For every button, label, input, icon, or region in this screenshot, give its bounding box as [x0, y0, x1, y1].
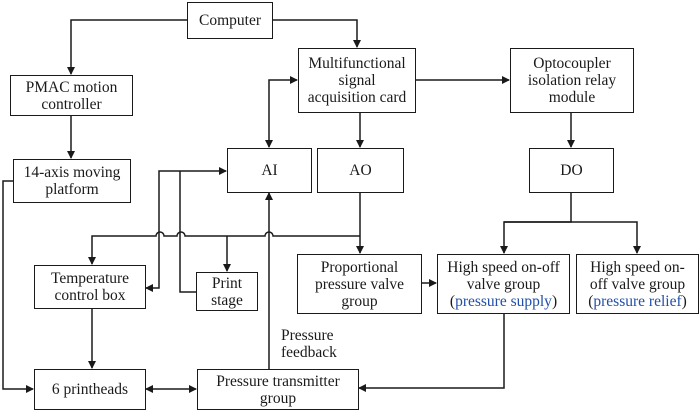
node-printheads: 6 printheads: [34, 369, 146, 410]
node-label: Multifunctional: [308, 55, 406, 72]
node-label: High speed on-off: [447, 258, 560, 276]
node-hs-valve-supply: High speed on-off valve group (pressure …: [437, 254, 570, 314]
node-label: pressure valve: [314, 275, 405, 293]
node-label: 6 printheads: [51, 381, 129, 398]
node-label: Pressure transmitter: [216, 372, 340, 390]
node-label: AO: [349, 162, 372, 179]
node-label: Computer: [199, 12, 261, 29]
node-label: Temperature: [50, 270, 130, 287]
annotation-line: Pressure: [281, 327, 334, 344]
edge-do-relief: [504, 221, 641, 254]
node-ai: AI: [227, 148, 312, 193]
node-label: DO: [560, 162, 583, 179]
node-label: Print: [211, 274, 243, 292]
node-label: off valve group: [589, 275, 686, 293]
edge-platform-printheads: [2, 180, 34, 393]
annotation-line: feedback: [281, 344, 337, 361]
node-label: High speed on-: [590, 258, 685, 276]
node-label: isolation relay: [527, 72, 617, 89]
node-label: group: [341, 292, 378, 310]
node-do: DO: [529, 148, 614, 193]
edge-multifunctional-ai: [265, 76, 298, 148]
node-pressure-transmitter: Pressure transmitter group: [197, 369, 359, 410]
node-proportional-valve-group: Proportional pressure valve group: [297, 254, 422, 314]
edge-print-stage-ai: [179, 171, 196, 293]
pressure-feedback-label: Pressure feedback: [281, 327, 337, 361]
edge-temperature-ai: [145, 167, 227, 292]
edge-computer-multifunctional: [272, 19, 361, 48]
node-label: Optocoupler: [533, 55, 611, 72]
node-label: valve group: [466, 275, 541, 293]
node-ao: AO: [317, 148, 404, 193]
node-label-paren: (pressure relief): [588, 293, 687, 310]
node-label: stage: [211, 291, 243, 309]
node-hs-valve-relief: High speed on- off valve group (pressure…: [576, 254, 699, 314]
node-label: AI: [261, 162, 278, 179]
node-label-paren: (pressure supply): [450, 293, 557, 310]
node-label: Proportional: [320, 258, 399, 276]
pressure-relief-label: pressure relief: [593, 292, 682, 310]
node-optocoupler-module: Optocoupler isolation relay module: [510, 48, 634, 113]
node-label: control box: [54, 287, 126, 304]
node-moving-platform: 14-axis moving platform: [13, 159, 131, 203]
node-label: platform: [45, 181, 99, 198]
edge-supply-transmitter: [358, 313, 505, 392]
node-pmac-controller: PMAC motion controller: [10, 75, 133, 116]
paren-close: ): [551, 292, 558, 310]
node-label: 14-axis moving: [23, 164, 121, 181]
node-computer: Computer: [187, 2, 273, 39]
pressure-supply-label: pressure supply: [455, 292, 552, 310]
edge-computer-pmac: [67, 19, 187, 75]
paren-open: (: [449, 292, 456, 310]
node-label: signal: [338, 72, 376, 89]
paren-open: (: [588, 292, 594, 310]
node-multifunctional-card: Multifunctional signal acquisition card: [298, 48, 416, 113]
paren-close: ): [681, 292, 687, 310]
node-label: module: [548, 89, 596, 106]
node-print-stage: Print stage: [196, 272, 258, 311]
node-label: acquisition card: [307, 89, 407, 106]
node-label: group: [259, 389, 297, 407]
node-label: controller: [41, 95, 102, 113]
node-temperature-control-box: Temperature control box: [34, 265, 146, 309]
node-label: PMAC motion: [25, 78, 118, 96]
